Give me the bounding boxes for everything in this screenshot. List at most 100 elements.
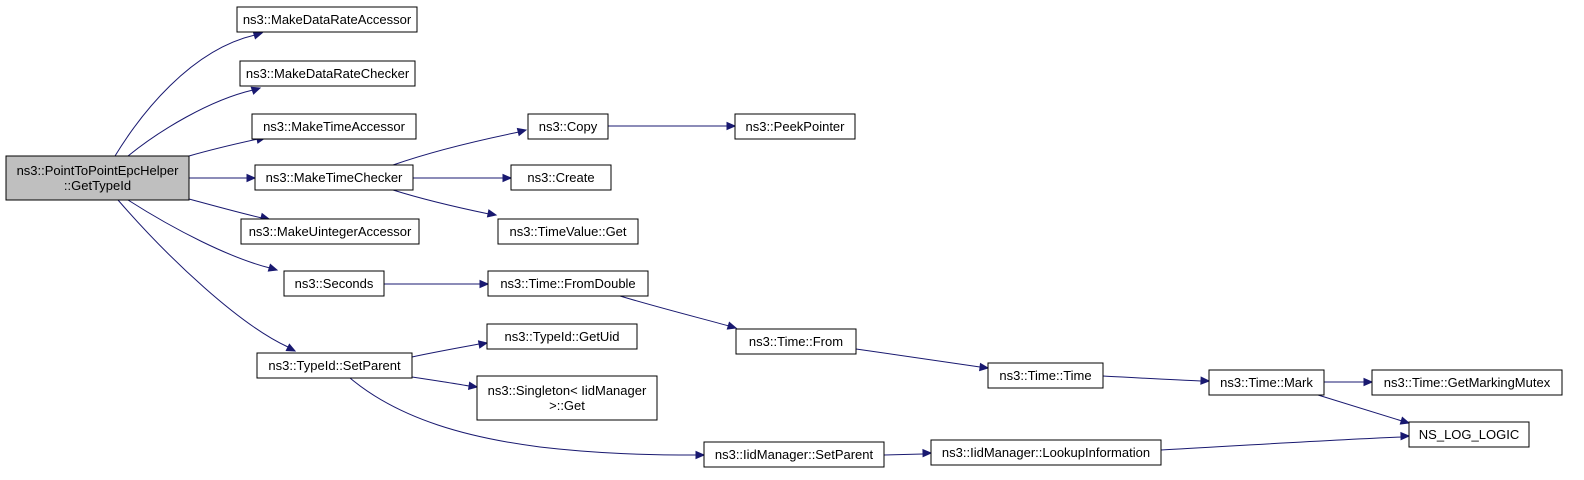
- nodes-layer: ns3::PointToPointEpcHelper::GetTypeIdns3…: [5, 6, 1563, 468]
- edge-line: [411, 343, 480, 358]
- node-make-time-accessor[interactable]: ns3::MakeTimeAccessor: [251, 113, 417, 140]
- node-label: ns3::MakeUintegerAccessor: [249, 224, 412, 239]
- arrowhead: [1400, 431, 1411, 441]
- node-label: ns3::MakeDataRateAccessor: [243, 12, 412, 27]
- node-label: >::Get: [549, 398, 585, 413]
- node-box[interactable]: [236, 6, 418, 33]
- edge-line: [619, 295, 730, 327]
- edge-time-mark-to-time-get-marking-mutex: [1324, 377, 1374, 387]
- edges-layer: [114, 31, 1411, 460]
- arrowhead: [979, 362, 990, 372]
- edge-iidmanager-set-parent-to-iidmanager-lookup-information: [883, 448, 933, 458]
- node-make-time-checker[interactable]: ns3::MakeTimeChecker: [254, 164, 414, 191]
- node-iidmanager-set-parent[interactable]: ns3::IidManager::SetParent: [703, 441, 885, 468]
- node-box[interactable]: [476, 375, 658, 421]
- node-box[interactable]: [510, 164, 612, 191]
- arrowhead: [1399, 416, 1411, 425]
- edge-line: [127, 89, 254, 157]
- edge-line: [114, 34, 256, 157]
- edge-typeid-set-parent-to-typeid-get-uid: [411, 340, 489, 358]
- edge-root-to-make-data-rate-checker: [127, 86, 262, 157]
- node-time-mark[interactable]: ns3::Time::Mark: [1208, 369, 1325, 396]
- node-box[interactable]: [1208, 369, 1325, 396]
- arrowhead: [516, 127, 528, 137]
- node-time-time[interactable]: ns3::Time::Time: [987, 362, 1104, 389]
- node-time-from[interactable]: ns3::Time::From: [735, 328, 857, 355]
- edge-line: [349, 377, 697, 456]
- edge-copy-to-peek-pointer: [608, 121, 737, 131]
- node-label: ns3::MakeTimeAccessor: [263, 119, 406, 134]
- edge-root-to-make-uinteger-accessor: [188, 198, 271, 222]
- node-copy[interactable]: ns3::Copy: [527, 113, 609, 140]
- node-box[interactable]: [734, 113, 856, 140]
- node-box[interactable]: [487, 270, 649, 297]
- node-time-from-double[interactable]: ns3::Time::FromDouble: [487, 270, 649, 297]
- node-box[interactable]: [703, 441, 885, 468]
- arrowhead: [246, 173, 257, 183]
- node-ns-log-logic[interactable]: NS_LOG_LOGIC: [1408, 421, 1530, 448]
- edge-typeid-set-parent-to-singleton-get: [411, 376, 479, 390]
- node-make-data-rate-checker[interactable]: ns3::MakeDataRateChecker: [239, 60, 416, 87]
- edge-seconds-to-time-from-double: [384, 279, 490, 289]
- edge-time-time-to-time-mark: [1102, 375, 1211, 385]
- node-box[interactable]: [735, 328, 857, 355]
- arrowhead: [252, 31, 264, 40]
- node-box[interactable]: [256, 352, 413, 379]
- edge-line: [392, 131, 520, 166]
- node-label: ns3::Time::From: [749, 334, 843, 349]
- arrowhead: [726, 321, 738, 330]
- node-create[interactable]: ns3::Create: [510, 164, 612, 191]
- node-label: ns3::MakeDataRateChecker: [246, 66, 410, 81]
- arrowhead: [726, 121, 737, 131]
- arrowhead: [922, 448, 933, 458]
- edge-make-time-checker-to-copy: [392, 127, 528, 166]
- edge-line: [127, 199, 271, 269]
- edge-line: [117, 199, 289, 348]
- node-label: ns3::Time::Mark: [1220, 375, 1313, 390]
- node-box[interactable]: [1371, 369, 1563, 396]
- arrowhead: [285, 343, 297, 352]
- node-label: ns3::Time::FromDouble: [500, 276, 635, 291]
- node-box[interactable]: [1408, 421, 1530, 448]
- node-peek-pointer[interactable]: ns3::PeekPointer: [734, 113, 856, 140]
- edge-make-time-checker-to-create: [413, 173, 513, 183]
- node-seconds[interactable]: ns3::Seconds: [283, 270, 385, 297]
- edge-make-time-checker-to-timevalue-get: [392, 189, 498, 218]
- edge-line: [392, 189, 490, 215]
- edge-root-to-typeid-set-parent: [117, 199, 297, 352]
- node-typeid-get-uid[interactable]: ns3::TypeId::GetUid: [486, 323, 638, 350]
- node-label: ns3::Seconds: [295, 276, 374, 291]
- node-label: ns3::Create: [527, 170, 594, 185]
- node-box[interactable]: [254, 164, 414, 191]
- arrowhead: [267, 263, 279, 272]
- node-singleton-get[interactable]: ns3::Singleton< IidManager>::Get: [476, 375, 658, 421]
- node-box[interactable]: [283, 270, 385, 297]
- node-label: ns3::TimeValue::Get: [509, 224, 626, 239]
- node-root[interactable]: ns3::PointToPointEpcHelper::GetTypeId: [5, 155, 190, 201]
- edge-typeid-set-parent-to-iidmanager-set-parent: [349, 377, 706, 460]
- node-label: ns3::TypeId::GetUid: [505, 329, 620, 344]
- node-box[interactable]: [527, 113, 609, 140]
- edge-line: [188, 138, 259, 157]
- node-time-get-marking-mutex[interactable]: ns3::Time::GetMarkingMutex: [1371, 369, 1563, 396]
- edge-time-from-double-to-time-from: [619, 295, 738, 330]
- node-box[interactable]: [5, 155, 190, 201]
- node-iidmanager-lookup-information[interactable]: ns3::IidManager::LookupInformation: [930, 439, 1162, 466]
- node-make-uinteger-accessor[interactable]: ns3::MakeUintegerAccessor: [240, 218, 420, 245]
- node-box[interactable]: [930, 439, 1162, 466]
- node-timevalue-get[interactable]: ns3::TimeValue::Get: [497, 218, 639, 245]
- node-label: ns3::Copy: [539, 119, 598, 134]
- node-box[interactable]: [987, 362, 1104, 389]
- node-box[interactable]: [486, 323, 638, 350]
- node-box[interactable]: [240, 218, 420, 245]
- node-label: ::GetTypeId: [64, 178, 131, 193]
- node-typeid-set-parent[interactable]: ns3::TypeId::SetParent: [256, 352, 413, 379]
- arrowhead: [479, 279, 490, 289]
- node-box[interactable]: [239, 60, 416, 87]
- edge-line: [411, 376, 470, 387]
- node-make-data-rate-accessor[interactable]: ns3::MakeDataRateAccessor: [236, 6, 418, 33]
- node-box[interactable]: [251, 113, 417, 140]
- edge-line: [855, 348, 981, 368]
- node-box[interactable]: [497, 218, 639, 245]
